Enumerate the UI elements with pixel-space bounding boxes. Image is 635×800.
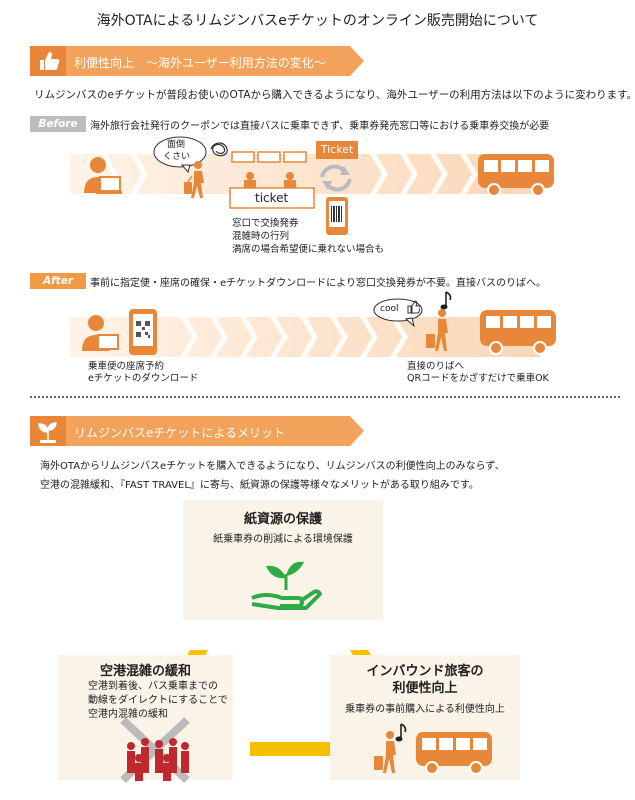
person-laptop-icon: [82, 315, 119, 351]
traveler-icon: [374, 731, 396, 773]
traveler-icon: [184, 161, 204, 198]
bus-icon: [480, 310, 556, 355]
before-note-3: 満席の場合希望便に乗れない場合も: [232, 244, 385, 255]
merits-lead-2: 空港の混雑緩和、『FAST TRAVEL』に寄与、紙資源の保護等様々なメリットが…: [40, 480, 479, 491]
counter-label: ticket: [255, 191, 289, 205]
before-note-1: 窓口で交換発券: [232, 218, 299, 229]
bubble-line1: 面倒: [167, 140, 186, 150]
after-text: 事前に指定便・座席の確保・eチケットダウンロードにより窓口交換発券が不要。直接バ…: [90, 278, 546, 289]
complaint-bubble: [153, 136, 207, 173]
after-note-right-1: 直接のりばへ: [407, 361, 465, 372]
after-note-right-2: QRコードをかざすだけで乗車OK: [407, 373, 549, 384]
section-heading-text: リムジンバスeチケットによるメリット: [74, 426, 286, 440]
merit-congestion-title: 空港混雑の緩和: [99, 664, 191, 679]
merit-paper-title: 紙資源の保護: [243, 512, 322, 527]
after-note-left-1: 乗車便の座席予約: [88, 361, 165, 372]
sprout-hand-icon: [251, 561, 322, 610]
before-tag: Before: [30, 116, 86, 132]
merit-inbound-text: 乗車券の事前購入による利便性向上: [345, 704, 505, 715]
merit-inbound-title-1: インバウンド旅客の: [366, 664, 484, 679]
bus-icon: [478, 154, 554, 197]
after-tag: After: [30, 273, 86, 289]
bubble-line2: くさい: [163, 152, 191, 162]
sprout-icon: [30, 416, 66, 446]
section-heading-merits: リムジンバスeチケットによるメリット: [30, 416, 350, 446]
merit-congestion-line3: 空港内混雑の緩和: [88, 709, 168, 720]
before-text: 海外旅行会社発行のクーポンでは直接バスに乗車できず、乗車券発売窓口等における乗車…: [90, 121, 550, 132]
merit-paper-text: 紙乗車券の削減による環境保護: [213, 534, 353, 545]
ticket-counter-icon: [229, 151, 315, 209]
music-note-icon: [395, 723, 407, 742]
traveler-icon: [426, 309, 448, 351]
exchange-icon: [320, 164, 352, 192]
section-heading-text: 利便性向上 ～海外ユーザー利用方法の変化～: [74, 56, 326, 70]
scribble-icon: [210, 142, 228, 157]
smartphone-barcode-icon: [326, 197, 348, 235]
section-lead: リムジンバスのeチケットが普段お使いのOTAから購入できるようになり、海外ユーザ…: [34, 89, 635, 101]
merit-inbound-title-2: 利便性向上: [392, 681, 458, 696]
cool-bubble: [373, 298, 423, 327]
thumbs-up-icon: [30, 46, 66, 76]
thumbs-up-icon: [407, 300, 420, 314]
after-note-left-2: eチケットのダウンロード: [88, 373, 199, 384]
bus-icon: [416, 732, 492, 775]
person-laptop-icon: [84, 157, 122, 194]
cool-text: cool: [380, 304, 399, 314]
before-note-2: 混雑時の行列: [232, 231, 290, 242]
music-note-icon: [440, 291, 452, 310]
ticket-badge: Ticket: [316, 141, 358, 159]
merit-congestion-line2: 動線をダイレクトにすることで: [88, 695, 228, 706]
section-divider: [30, 396, 620, 398]
merits-lead-1: 海外OTAからリムジンバスeチケットを購入できるようになり、リムジンバスの利便性…: [40, 461, 505, 472]
page-title: 海外OTAによるリムジンバスeチケットのオンライン販売開始について: [96, 13, 539, 29]
smartphone-qr-icon: [129, 309, 157, 355]
section-heading-convenience: 利便性向上 ～海外ユーザー利用方法の変化～: [30, 46, 350, 76]
merit-congestion-line1: 空港到着後、バス乗車までの: [88, 681, 218, 692]
crowd-icon: [120, 717, 190, 783]
